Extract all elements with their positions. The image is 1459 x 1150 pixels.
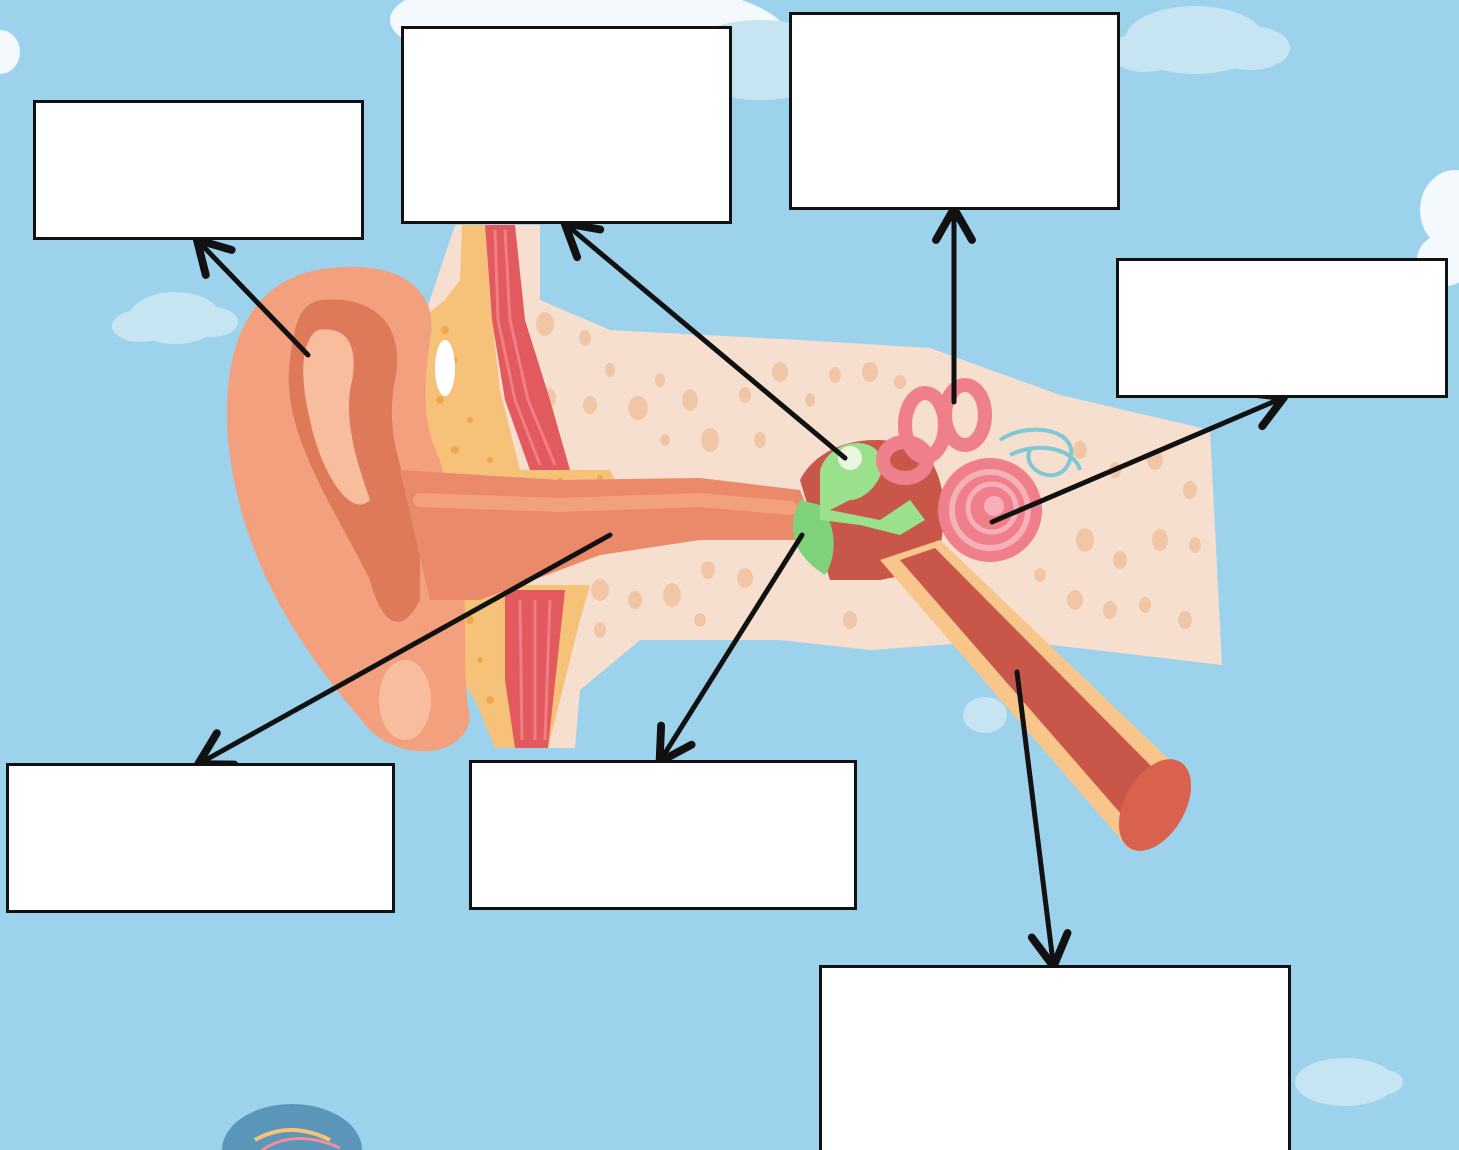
label-box-ear-canal[interactable] bbox=[6, 763, 395, 913]
label-box-eustachian-tube[interactable] bbox=[819, 965, 1291, 1150]
cloud-icon bbox=[963, 697, 1007, 733]
label-box-ossicles[interactable] bbox=[401, 26, 732, 224]
cartilage-highlight bbox=[435, 340, 455, 396]
earlobe-highlight bbox=[379, 660, 431, 740]
label-box-cochlea[interactable] bbox=[1116, 258, 1448, 398]
ear-canal-highlight bbox=[420, 500, 790, 508]
muscle-fibre bbox=[520, 600, 522, 740]
label-box-pinna[interactable] bbox=[33, 100, 364, 240]
label-box-semicircular-canals[interactable] bbox=[789, 12, 1120, 210]
label-box-eardrum[interactable] bbox=[469, 760, 857, 910]
